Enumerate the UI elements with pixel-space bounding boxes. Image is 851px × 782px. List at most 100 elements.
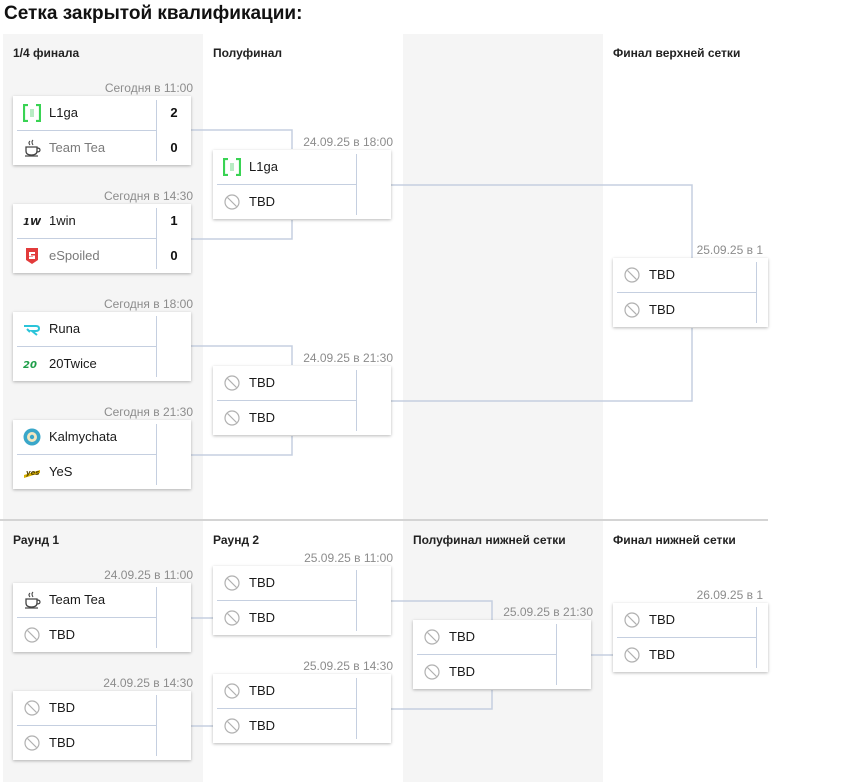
team-name: TBD: [249, 683, 275, 698]
match-card[interactable]: Team Tea TBD: [13, 583, 191, 652]
match-card[interactable]: Kalmychata yes YeS: [13, 420, 191, 489]
team-row[interactable]: TBD: [13, 618, 191, 652]
match-time: 26.09.25 в 1: [696, 588, 763, 602]
round-title-quarterfinal: 1/4 финала: [13, 46, 80, 60]
team-row[interactable]: yes YeS: [13, 455, 191, 489]
score-divider: [156, 695, 157, 756]
match-time: 24.09.25 в 21:30: [303, 351, 393, 365]
score-divider: [356, 570, 357, 631]
round-title-lower-final: Финал нижней сетки: [613, 533, 736, 547]
row-divider: [417, 654, 557, 655]
team-score: 2: [170, 105, 178, 120]
team-name: TBD: [49, 700, 75, 715]
team-row[interactable]: TBD: [413, 620, 591, 654]
match-card[interactable]: TBD TBD: [213, 566, 391, 635]
round-title-lower-r1: Раунд 1: [13, 533, 60, 547]
team-row[interactable]: 20 20Twice: [13, 347, 191, 381]
team-row[interactable]: TBD: [413, 655, 591, 689]
tbd-icon: [223, 609, 241, 627]
1win-logo: 1W: [23, 212, 41, 230]
team-name: eSpoiled: [49, 248, 100, 263]
team-row[interactable]: 1W 1win 1: [13, 204, 191, 238]
team-row[interactable]: Team Tea: [13, 583, 191, 617]
team-name: 1win: [49, 213, 76, 228]
match-card[interactable]: TBD TBD: [613, 603, 768, 672]
team-name: Team Tea: [49, 592, 106, 607]
score-divider: [756, 262, 757, 323]
match-card[interactable]: L1ga 2 Team Tea 0: [13, 96, 191, 165]
team-row[interactable]: Kalmychata: [13, 420, 191, 454]
tbd-icon: [223, 374, 241, 392]
match-card[interactable]: Runa 20 20Twice: [13, 312, 191, 381]
tbd-icon: [223, 193, 241, 211]
team-row[interactable]: TBD: [213, 709, 391, 743]
match-card[interactable]: 1W 1win 1 eSpoiled 0: [13, 204, 191, 273]
row-divider: [17, 238, 157, 239]
team-name: TBD: [449, 664, 475, 679]
match-time: 24.09.25 в 11:00: [104, 568, 193, 582]
row-divider: [617, 292, 756, 293]
row-divider: [17, 617, 157, 618]
20twice-logo: 20: [23, 355, 41, 373]
team-row[interactable]: L1ga: [213, 150, 391, 184]
team-row[interactable]: TBD: [213, 366, 391, 400]
match-time: 24.09.25 в 18:00: [303, 135, 393, 149]
row-divider: [617, 637, 756, 638]
match-card[interactable]: L1ga TBD: [213, 150, 391, 219]
team-row[interactable]: TBD: [213, 601, 391, 635]
team-name: TBD: [449, 629, 475, 644]
team-name: TBD: [649, 647, 675, 662]
team-row[interactable]: TBD: [613, 603, 768, 637]
team-name: Kalmychata: [49, 429, 117, 444]
match-time: 24.09.25 в 14:30: [103, 676, 193, 690]
team-row[interactable]: TBD: [613, 638, 768, 672]
team-row[interactable]: Team Tea 0: [13, 131, 191, 165]
tbd-icon: [223, 717, 241, 735]
tbd-icon: [623, 611, 641, 629]
score-divider: [756, 607, 757, 668]
match-card[interactable]: TBD TBD: [213, 366, 391, 435]
tbd-icon: [423, 628, 441, 646]
runa-logo: [23, 320, 41, 338]
team-row[interactable]: Runa: [13, 312, 191, 346]
match-card[interactable]: TBD TBD: [213, 674, 391, 743]
round-title-lower-r2: Раунд 2: [213, 533, 260, 547]
match-time: Сегодня в 21:30: [103, 405, 193, 419]
team-score: 0: [170, 248, 178, 263]
team-name: TBD: [249, 610, 275, 625]
team-name: Runa: [49, 321, 81, 336]
team-row[interactable]: TBD: [213, 674, 391, 708]
team-row[interactable]: TBD: [213, 185, 391, 219]
match-card[interactable]: TBD TBD: [13, 691, 191, 760]
score-divider: [556, 624, 557, 685]
team-row[interactable]: L1ga 2: [13, 96, 191, 130]
tbd-icon: [623, 266, 641, 284]
l1ga-logo: [223, 158, 241, 176]
team-row[interactable]: TBD: [613, 258, 768, 292]
team-row[interactable]: TBD: [213, 401, 391, 435]
yes-logo: yes: [23, 463, 41, 481]
team-row[interactable]: eSpoiled 0: [13, 239, 191, 273]
team-name: TBD: [649, 302, 675, 317]
row-divider: [217, 708, 357, 709]
team-name: TBD: [649, 612, 675, 627]
team-name: TBD: [249, 410, 275, 425]
row-divider: [217, 400, 357, 401]
row-divider: [217, 600, 357, 601]
match-card[interactable]: TBD TBD: [613, 258, 768, 327]
round-title-upper-final: Финал верхней сетки: [613, 46, 741, 60]
kalmychata-logo: [23, 428, 41, 446]
match-time: 25.09.25 в 1: [696, 243, 763, 257]
team-row[interactable]: TBD: [13, 691, 191, 725]
team-score: 0: [170, 140, 178, 155]
team-row[interactable]: TBD: [13, 726, 191, 760]
row-divider: [17, 346, 157, 347]
team-row[interactable]: TBD: [213, 566, 391, 600]
row-divider: [17, 454, 157, 455]
team-name: YeS: [49, 464, 73, 479]
team-row[interactable]: TBD: [613, 293, 768, 327]
team-name: TBD: [249, 718, 275, 733]
svg-text:1W: 1W: [23, 217, 41, 228]
team-name: TBD: [49, 627, 75, 642]
match-card[interactable]: TBD TBD: [413, 620, 591, 689]
